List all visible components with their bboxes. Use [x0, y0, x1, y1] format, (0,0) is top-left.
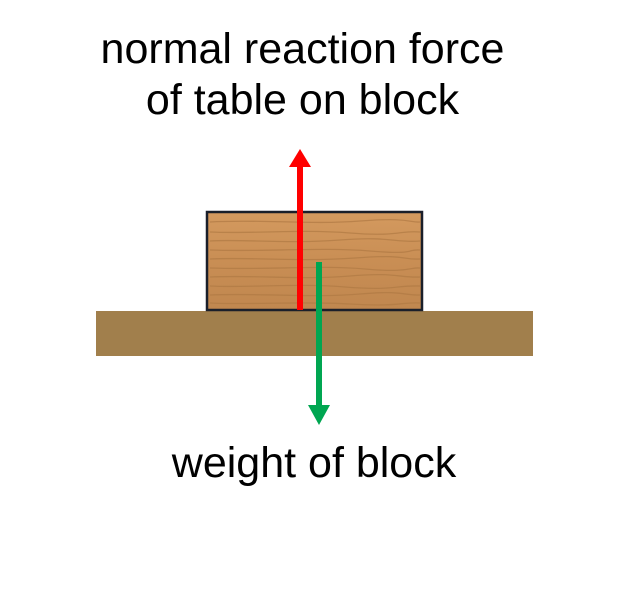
table	[96, 311, 533, 356]
wood-grain	[209, 218, 421, 306]
normal-force-label: normal reaction force of table on block	[0, 24, 605, 125]
wooden-block	[205, 210, 424, 312]
block-outline	[205, 210, 424, 312]
normal-force-label-line-2: of table on block	[145, 75, 460, 124]
weight-arrow	[308, 262, 330, 425]
normal-force-label-line-1: normal reaction force	[100, 25, 505, 73]
weight-label: weight of block	[0, 438, 628, 489]
normal-force-arrow	[289, 149, 311, 310]
weight-label-text: weight of block	[171, 439, 457, 487]
